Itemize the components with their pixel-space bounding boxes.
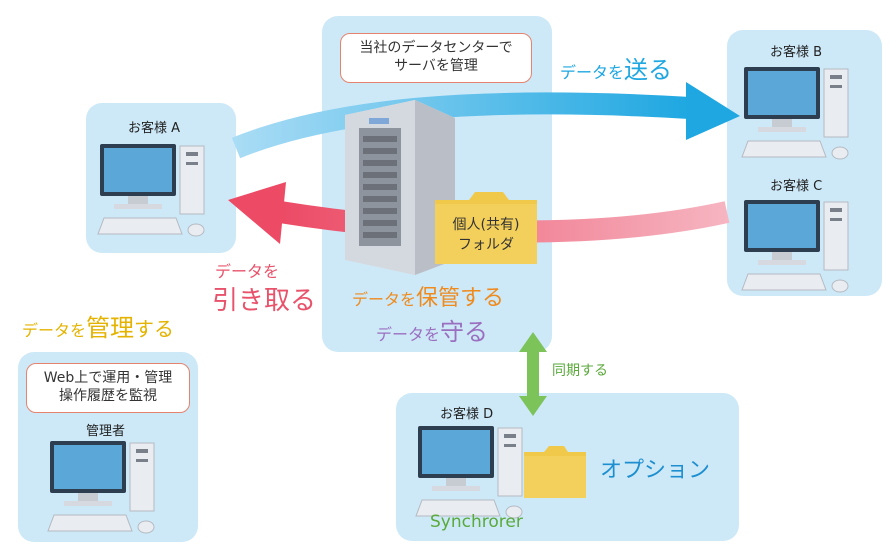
server-note-line1: 当社のデータセンターで [359, 40, 513, 56]
keep-data-text: データを保管する [352, 280, 504, 312]
server-management-note: 当社のデータセンターで サーバを管理 [340, 33, 532, 83]
send-arrow-head [686, 82, 740, 140]
send-data-text: データを送る [560, 50, 672, 85]
sync-arrow-head-up [519, 332, 547, 352]
desktop-computer-icon [47, 441, 155, 534]
mouse-icon [831, 279, 849, 293]
mouse-icon [831, 146, 849, 160]
sync-arrow-head-down [519, 396, 547, 416]
folder-label-line1: 個人(共有) [452, 217, 520, 233]
protect-data-text: データを守る [376, 312, 488, 347]
synchrorer-label: Synchrorer [430, 512, 523, 532]
keep-big: 保管する [416, 286, 505, 311]
option-label: オプション [600, 458, 711, 483]
customer-d-label: お客様 D [440, 407, 494, 422]
send-small: データを [560, 63, 625, 82]
retrieve-big: 引き取る [212, 286, 317, 316]
desktop-computer-icon [415, 426, 523, 519]
mouse-icon [137, 520, 155, 534]
admin-heading-small: データを [22, 321, 87, 340]
admin-heading: データを管理する [22, 308, 174, 343]
desktop-computer-icon [741, 200, 849, 293]
customer-b-label: お客様 B [770, 45, 823, 60]
server-note-line2: サーバを管理 [394, 58, 478, 74]
desktop-computer-icon [97, 144, 205, 237]
admin-note: Web上で運用・管理 操作履歴を監視 [26, 363, 190, 413]
keep-small: データを [352, 290, 417, 309]
folder-icon [524, 446, 586, 498]
mouse-icon [505, 505, 523, 519]
admin-heading-tail: する [134, 317, 175, 341]
protect-big: 守る [440, 318, 489, 346]
protect-small: データを [376, 325, 441, 344]
folder-icon [435, 192, 537, 264]
desktop-computer-icon [741, 67, 849, 160]
server-tower-icon [345, 100, 455, 275]
admin-note-line2: 操作履歴を監視 [59, 388, 157, 404]
sync-label: 同期する [552, 363, 608, 379]
folder-label-line2: フォルダ [458, 237, 514, 253]
admin-note-line1: Web上で運用・管理 [43, 370, 173, 386]
customer-c-label: お客様 C [770, 179, 823, 194]
retrieve-arrow-head [228, 182, 286, 244]
customer-a-label: お客様 A [128, 121, 181, 136]
retrieve-small: データを [215, 262, 280, 281]
send-big: 送る [624, 56, 673, 84]
mouse-icon [187, 223, 205, 237]
admin-heading-big: 管理 [86, 314, 135, 342]
admin-label: 管理者 [86, 424, 126, 439]
